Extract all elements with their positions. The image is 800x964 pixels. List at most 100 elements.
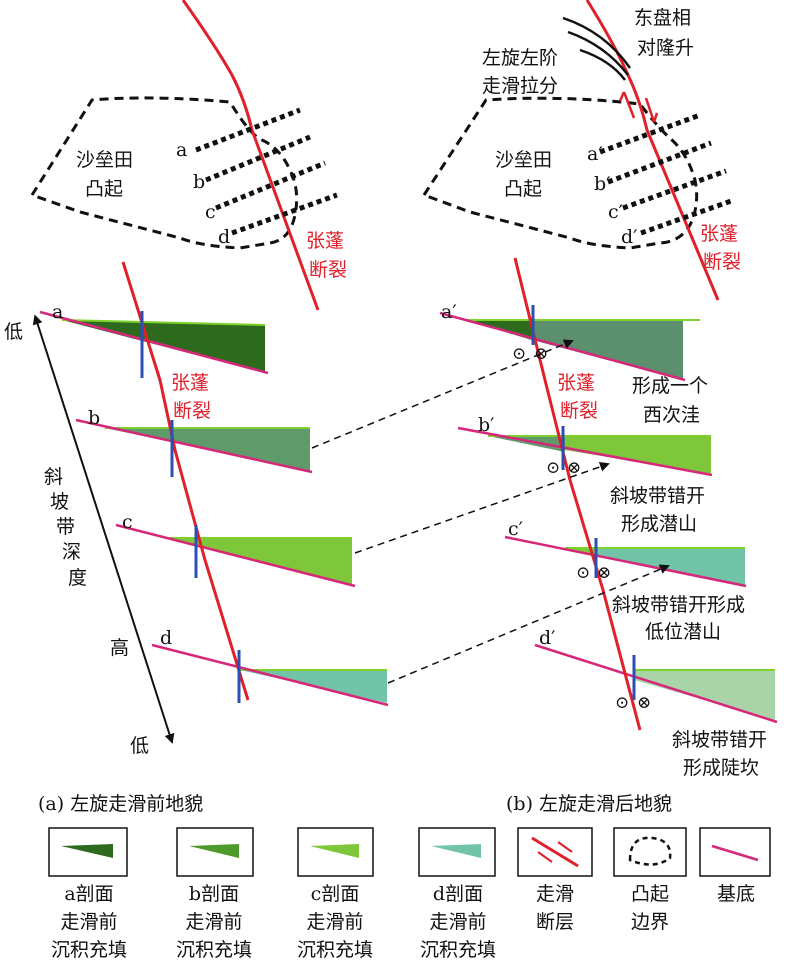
caption-b: (b) 左旋走滑后地貌 bbox=[506, 793, 672, 815]
section-label-b: b bbox=[88, 407, 100, 429]
depth-arrow bbox=[32, 314, 175, 744]
uplift-label-1: 沙垒田 bbox=[76, 149, 133, 171]
uplift-label-b-2: 凸起 bbox=[504, 178, 542, 200]
east-up-label-1: 东盘相 bbox=[634, 7, 691, 29]
panel-b-sections: ⊙ ⊗ ⊙ ⊗ ⊙ ⊗ ⊙ ⊗ a′ b′ c′ d′ 张蓬 断裂 形成一个 西… bbox=[439, 257, 778, 815]
svg-text:⊗: ⊗ bbox=[534, 344, 548, 364]
section-label-d-prime: d′ bbox=[539, 627, 555, 649]
zhangpeng-fault-section-b bbox=[513, 257, 642, 731]
svg-text:⊗: ⊗ bbox=[597, 563, 611, 583]
legend-label: 凸起 bbox=[631, 883, 669, 905]
uplift-label-b-1: 沙垒田 bbox=[495, 149, 552, 171]
basement-c-prime bbox=[504, 535, 747, 588]
note-b-1: 斜坡带错开 bbox=[610, 485, 705, 507]
profile-label-d: d bbox=[218, 226, 230, 248]
basement-d-prime bbox=[534, 643, 778, 724]
panel-a-map: a b c d 沙垒田 凸起 张蓬 断裂 bbox=[29, 0, 347, 311]
legend-label: 走滑前 bbox=[306, 911, 363, 933]
legend-icon-wedge-c bbox=[310, 844, 359, 858]
legend-label: 断层 bbox=[536, 911, 574, 933]
splay-faults bbox=[562, 16, 632, 81]
basement-a-prime bbox=[439, 311, 686, 382]
legend-icon-wedge-d bbox=[431, 844, 481, 858]
legend-icon-wedge-a bbox=[61, 844, 113, 858]
legend-icon-boundary bbox=[628, 836, 672, 866]
svg-text:⊙: ⊙ bbox=[576, 563, 590, 583]
fault-label-2: 断裂 bbox=[309, 259, 347, 281]
section-label-a: a bbox=[52, 301, 63, 323]
note-d-1: 斜坡带错开 bbox=[672, 729, 767, 751]
legend-box-wedge-d bbox=[418, 827, 496, 877]
depth-high: 高 bbox=[110, 637, 129, 659]
panel-a-sections: a b c d 张蓬 断裂 低 斜 坡 带 深 度 高 低 (a) 左旋走滑前地… bbox=[4, 261, 389, 815]
profile-label-a-prime: a′ bbox=[587, 143, 603, 165]
note-c-2: 低位潜山 bbox=[645, 621, 721, 643]
legend-label: 走滑前 bbox=[429, 911, 486, 933]
legend-icon-fault bbox=[531, 836, 579, 868]
fault-label-1: 张蓬 bbox=[306, 230, 344, 252]
note-c-1: 斜坡带错开形成 bbox=[612, 594, 745, 616]
legend-icon-wedge-b bbox=[189, 844, 239, 858]
profile-label-b: b bbox=[193, 171, 205, 193]
legend-label: 边界 bbox=[631, 911, 669, 933]
legend-icon-basement bbox=[711, 844, 759, 862]
legend-label: 走滑前 bbox=[185, 911, 242, 933]
note-d-2: 形成陡坎 bbox=[683, 757, 759, 779]
depth-char-3: 带 bbox=[56, 516, 75, 538]
svg-text:⊙: ⊙ bbox=[615, 693, 629, 713]
legend-box-boundary bbox=[613, 827, 687, 877]
section-label-b-prime: b′ bbox=[478, 414, 494, 436]
svg-text:⊗: ⊗ bbox=[567, 458, 581, 478]
legend-label: 沉积充填 bbox=[176, 939, 252, 961]
depth-char-4: 深 bbox=[62, 541, 81, 563]
fault-section-label-2: 断裂 bbox=[173, 400, 211, 422]
pullapart-label-2: 走滑拉分 bbox=[482, 75, 558, 97]
section-label-c: c bbox=[122, 511, 133, 533]
legend-label: 沉积充填 bbox=[51, 939, 127, 961]
note-a-2: 西次洼 bbox=[643, 404, 700, 426]
legend-label: d剖面 bbox=[433, 883, 483, 905]
caption-a: (a) 左旋走滑前地貌 bbox=[38, 793, 203, 815]
pullapart-label-1: 左旋左阶 bbox=[482, 47, 558, 69]
wedge-a-prime-east bbox=[532, 320, 683, 380]
legend-label: 走滑 bbox=[536, 883, 574, 905]
legend-label: 沉积充填 bbox=[420, 939, 496, 961]
legend-label: 走滑前 bbox=[60, 911, 117, 933]
basement-d bbox=[151, 643, 389, 707]
correspondence-arrows bbox=[311, 339, 670, 684]
legend-label: 基底 bbox=[717, 883, 755, 905]
legend-label: c剖面 bbox=[311, 883, 360, 905]
east-up-label-2: 对隆升 bbox=[637, 37, 694, 59]
note-a-1: 形成一个 bbox=[632, 375, 708, 397]
uplift-boundary-b bbox=[421, 96, 699, 250]
legend-label: 沉积充填 bbox=[297, 939, 373, 961]
profile-lines-map-b bbox=[599, 112, 732, 236]
fault-label-b-2: 断裂 bbox=[703, 251, 741, 273]
note-b-2: 形成潜山 bbox=[621, 513, 697, 535]
wedge-d-prime bbox=[634, 670, 775, 720]
svg-text:⊙: ⊙ bbox=[512, 344, 526, 364]
depth-char-1: 斜 bbox=[44, 466, 63, 488]
depth-low-top: 低 bbox=[4, 321, 23, 343]
fault-label-b-1: 张蓬 bbox=[700, 223, 738, 245]
fault-section-label-1: 张蓬 bbox=[171, 372, 209, 394]
panel-b-map: a′ b′ c′ d′ 沙垒田 凸起 张蓬 断裂 东盘相 对隆升 左旋左阶 走滑… bbox=[421, 0, 741, 301]
fault-section-label-b-1: 张蓬 bbox=[557, 372, 595, 394]
depth-char-2: 坡 bbox=[50, 491, 69, 513]
fault-section-label-b-2: 断裂 bbox=[560, 400, 598, 422]
profile-label-b-prime: b′ bbox=[594, 173, 610, 195]
uplift-label-2: 凸起 bbox=[85, 178, 123, 200]
depth-low-bottom: 低 bbox=[130, 735, 149, 757]
svg-text:⊗: ⊗ bbox=[637, 693, 651, 713]
depth-char-5: 度 bbox=[68, 567, 87, 589]
svg-text:⊙: ⊙ bbox=[546, 458, 560, 478]
wedge-c-prime-east bbox=[595, 548, 745, 585]
legend-label: b剖面 bbox=[189, 883, 239, 905]
section-label-d: d bbox=[160, 627, 172, 649]
section-label-a-prime: a′ bbox=[441, 301, 457, 323]
profile-label-d-prime: d′ bbox=[621, 226, 637, 248]
legend-label: a剖面 bbox=[64, 883, 113, 905]
profile-lines-map bbox=[195, 107, 338, 236]
